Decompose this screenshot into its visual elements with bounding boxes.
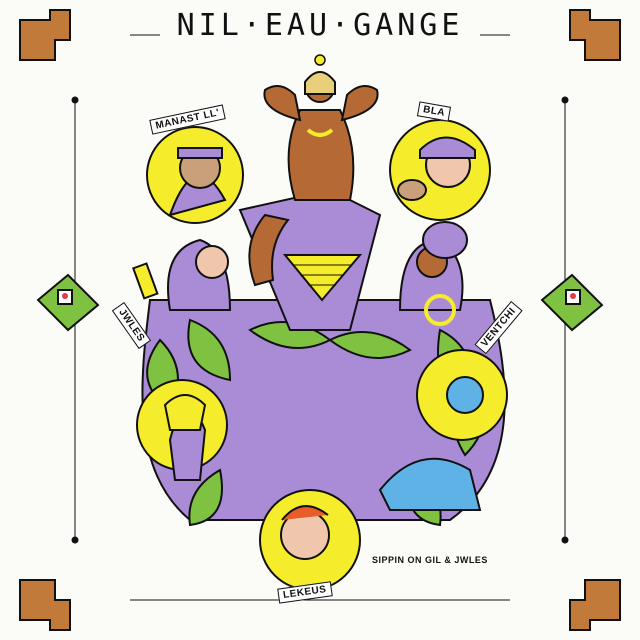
- pyramid-icon: [282, 254, 363, 302]
- money-stack-icon: [540, 273, 604, 332]
- medallion-bottom: [259, 489, 361, 591]
- medallion-top-right: [389, 119, 491, 221]
- fist-arm-icon: [19, 579, 71, 631]
- medallion-mid-left: [136, 379, 228, 481]
- figure-right: [398, 221, 468, 326]
- caption-text: SIPPIN ON GIL & JWLES: [372, 555, 488, 565]
- cover-title: NIL·EAU·GANGE: [176, 8, 464, 43]
- medallion-mid-right: [378, 349, 508, 511]
- fist-arm-icon: [569, 579, 621, 631]
- money-stack-icon: [36, 273, 100, 332]
- medallion-top-left: [146, 126, 244, 224]
- figure-left: [132, 238, 232, 311]
- fist-arm-icon: [569, 9, 621, 61]
- fist-arm-icon: [19, 9, 71, 61]
